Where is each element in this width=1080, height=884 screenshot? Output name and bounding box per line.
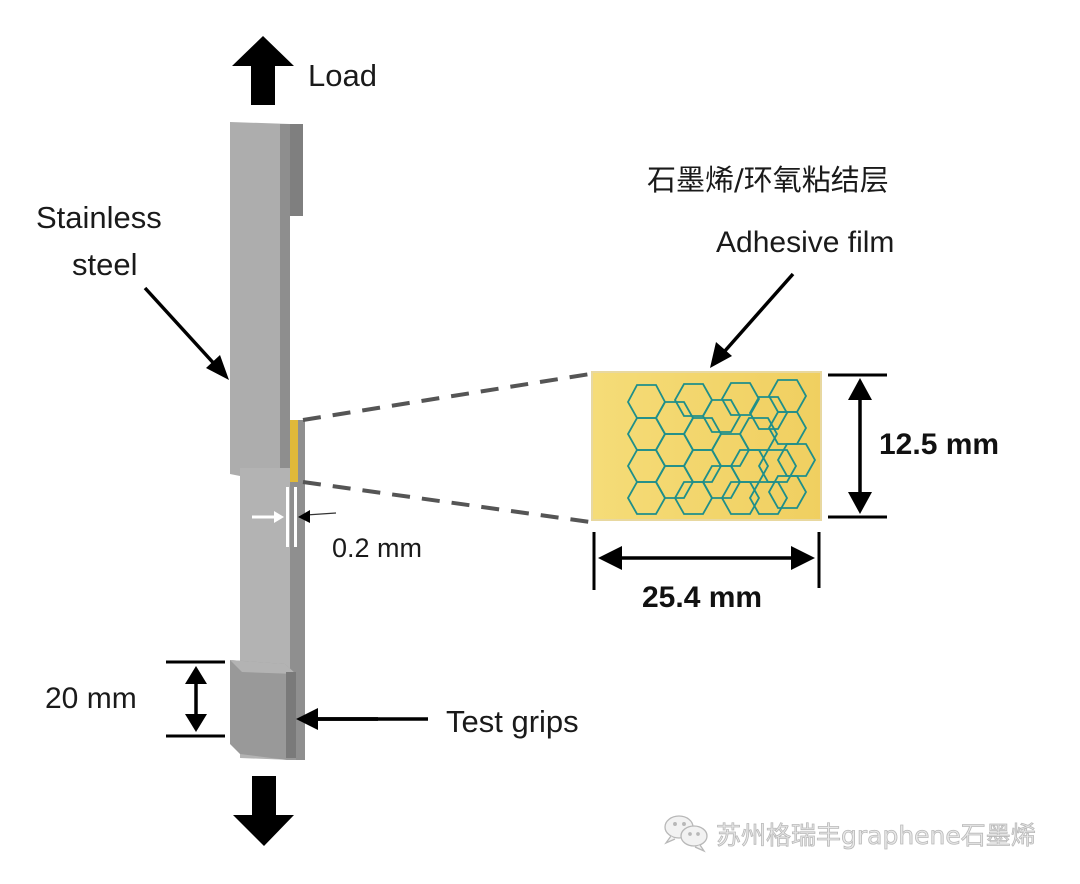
wechat-icon bbox=[664, 815, 708, 853]
test-grip-block bbox=[230, 660, 296, 760]
projection-dashes bbox=[302, 372, 591, 524]
watermark-text: 苏州格瑞丰graphene石墨烯 bbox=[716, 821, 1036, 850]
height-dimension-label: 12.5 mm bbox=[879, 428, 999, 461]
thickness-marker bbox=[252, 487, 337, 547]
stainless-label-line2: steel bbox=[72, 247, 137, 282]
thickness-label: 0.2 mm bbox=[332, 533, 422, 563]
test-grips-label: Test grips bbox=[446, 704, 579, 739]
stainless-label-line1: Stainless bbox=[36, 200, 162, 235]
grip-dimension-label: 20 mm bbox=[45, 682, 137, 715]
title-cn: 石墨烯/环氧粘结层 bbox=[647, 163, 889, 197]
height-dimension-arrow-icon bbox=[828, 373, 887, 519]
width-dimension-label: 25.4 mm bbox=[642, 581, 762, 614]
adhesive-film-label: Adhesive film bbox=[716, 226, 894, 259]
width-dimension-arrow-icon bbox=[592, 532, 821, 590]
test-grips-pointer-arrow-icon bbox=[296, 708, 428, 730]
adhesive-pointer-arrow-icon bbox=[710, 272, 795, 368]
upper-steel-adherend bbox=[230, 122, 303, 476]
load-up-arrow-icon bbox=[232, 36, 294, 105]
adhesive-layer-side bbox=[290, 420, 298, 482]
stainless-pointer-arrow-icon bbox=[143, 286, 229, 380]
graphene-hexagon-lattice-icon bbox=[626, 379, 817, 515]
load-down-arrow-icon bbox=[233, 776, 294, 846]
load-label: Load bbox=[308, 58, 377, 93]
grip-dimension-arrow-icon bbox=[166, 660, 225, 738]
